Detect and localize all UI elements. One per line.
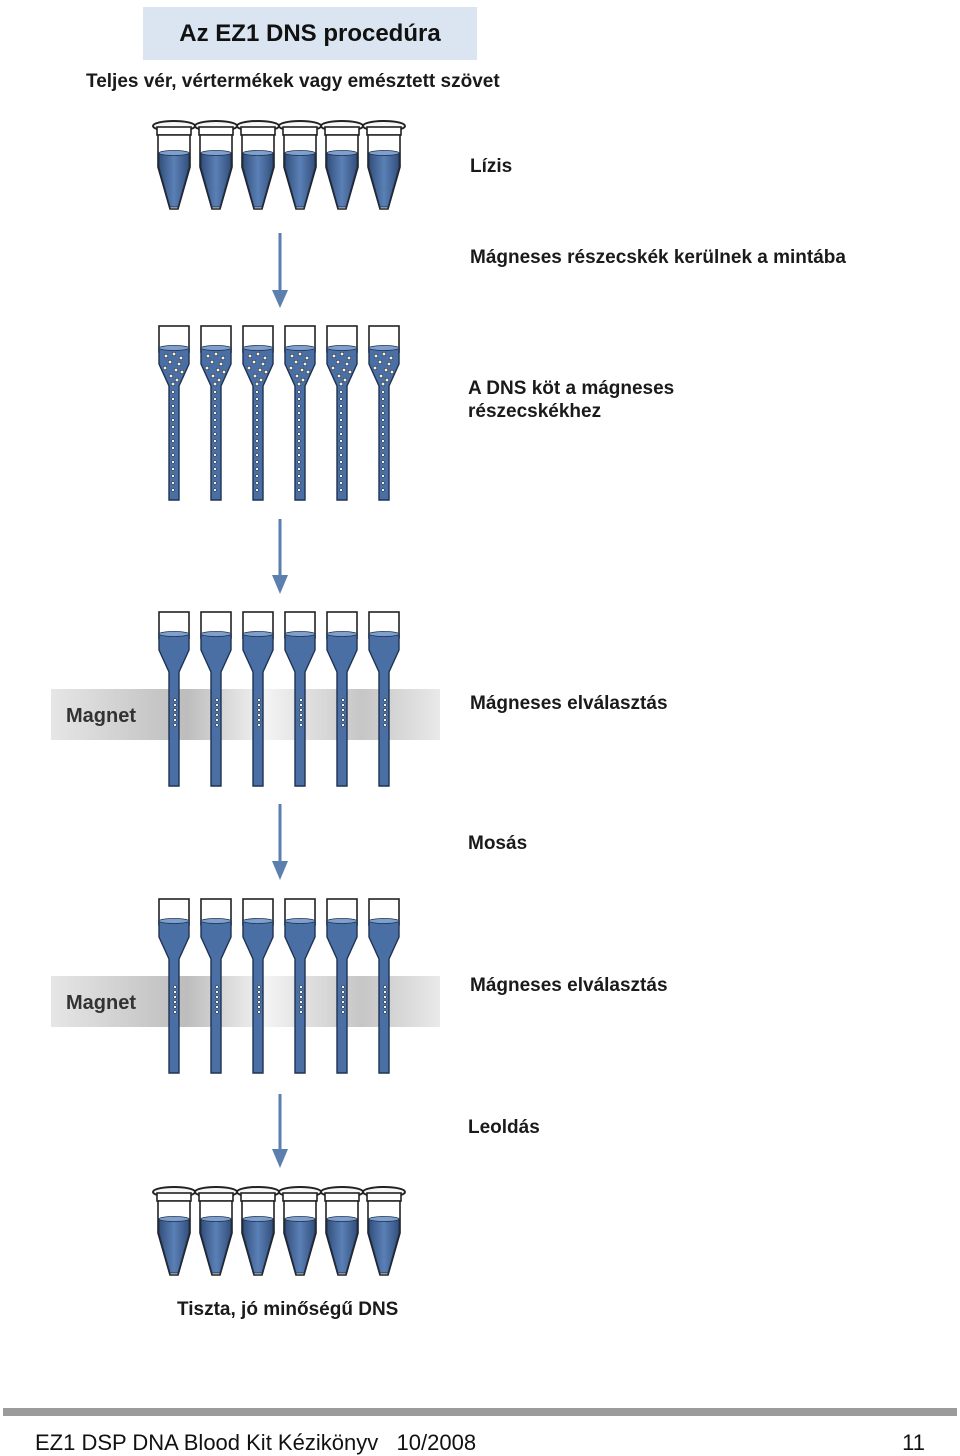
tube: [326, 898, 358, 1074]
magnet-bar-2: [51, 976, 440, 1027]
tube: [278, 120, 322, 210]
arrow-4: [272, 1094, 288, 1168]
tube: [278, 1186, 322, 1276]
tube: [152, 120, 196, 210]
tube: [284, 325, 316, 501]
tube: [236, 120, 280, 210]
tube-row-separation-1: [158, 611, 400, 787]
arrow-3: [272, 804, 288, 880]
tube-row-lysis: [152, 120, 406, 210]
tube: [194, 1186, 238, 1276]
tube-row-binding: [158, 325, 400, 501]
tube: [368, 611, 400, 787]
tube: [368, 325, 400, 501]
page-number: 11: [902, 1430, 925, 1455]
tube: [236, 1186, 280, 1276]
magnet-label-1: Magnet: [66, 705, 136, 727]
tube: [326, 611, 358, 787]
tube: [362, 1186, 406, 1276]
step-add-particles-label: Mágneses részecskék kerülnek a mintába: [470, 247, 846, 268]
tube: [242, 611, 274, 787]
step-separation-2-label: Mágneses elválasztás: [470, 975, 668, 996]
tube: [368, 898, 400, 1074]
step-binding-label-1: A DNS köt a mágneses: [468, 378, 675, 399]
tube: [158, 325, 190, 501]
tube: [320, 1186, 364, 1276]
footer-text: EZ1 DSP DNA Blood Kit Kézikönyv 10/2008: [35, 1430, 477, 1455]
title-box: Az EZ1 DNS procedúra: [143, 7, 477, 60]
tube: [242, 898, 274, 1074]
tube: [152, 1186, 196, 1276]
tube: [320, 120, 364, 210]
tube: [326, 325, 358, 501]
tube: [158, 898, 190, 1074]
arrow-2: [272, 519, 288, 594]
tube: [200, 898, 232, 1074]
tube: [284, 898, 316, 1074]
magnet-bar-1: [51, 689, 440, 740]
tube: [200, 325, 232, 501]
tube: [242, 325, 274, 501]
footer-bar: [3, 1408, 957, 1416]
step-binding-label-2: részecskékhez: [468, 401, 602, 422]
tube-row-elution: [152, 1186, 406, 1276]
tube: [194, 120, 238, 210]
tube: [284, 611, 316, 787]
magnet-label-2: Magnet: [66, 992, 136, 1014]
arrow-1: [272, 233, 288, 308]
step-elution-label: Leoldás: [468, 1117, 540, 1138]
step-result-label: Tiszta, jó minőségű DNS: [177, 1299, 399, 1320]
tube-row-separation-2: [158, 898, 400, 1074]
subtitle: Teljes vér, vértermékek vagy emésztett s…: [86, 71, 500, 92]
tube: [200, 611, 232, 787]
step-wash-label: Mosás: [468, 833, 528, 854]
page-title: Az EZ1 DNS procedúra: [179, 19, 441, 47]
tube: [158, 611, 190, 787]
step-separation-1-label: Mágneses elválasztás: [470, 693, 668, 714]
step-lysis-label: Lízis: [470, 156, 513, 177]
tube: [362, 120, 406, 210]
